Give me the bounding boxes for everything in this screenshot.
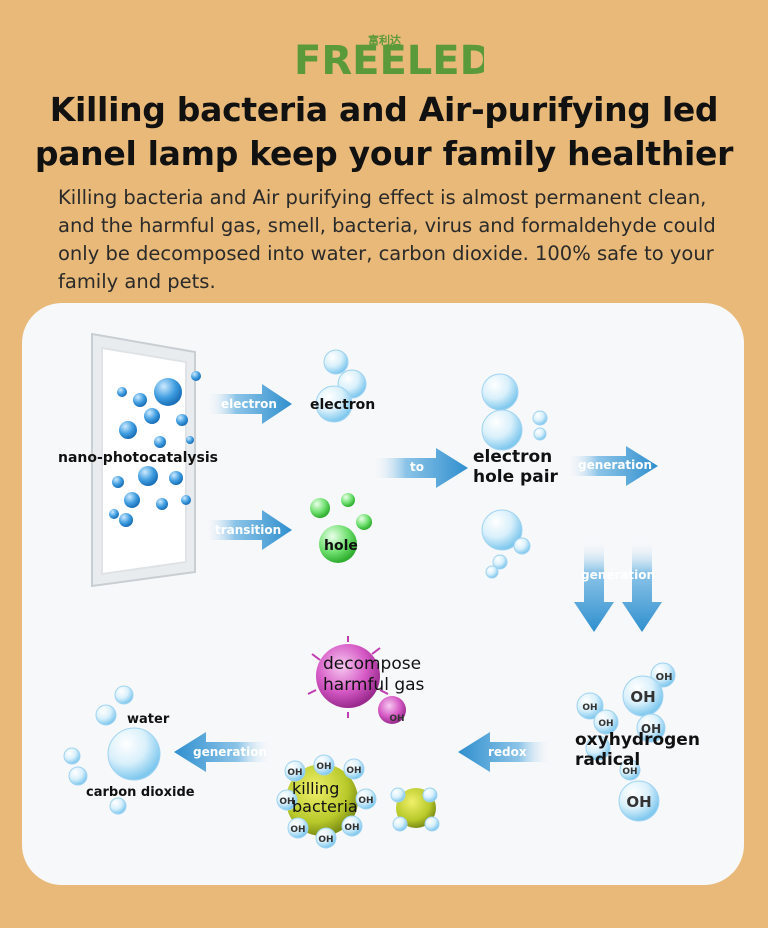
bacteria-label-line1: killing	[292, 779, 340, 798]
source-label: nano-photocatalysis	[58, 450, 219, 466]
radical-label: oxyhydrogen radical	[575, 730, 700, 770]
headline-line2: panel lamp keep your family healthier	[34, 134, 734, 173]
radical-label-line2: radical	[575, 750, 641, 770]
arrow-generation-2-label: generation	[581, 568, 656, 582]
radical-label-line1: oxyhydrogen	[575, 730, 700, 750]
decompose-label: decompose harmful gas	[323, 654, 424, 696]
oh-label: OH	[630, 688, 655, 706]
co2-label: carbon dioxide	[86, 785, 195, 800]
arrow-redox	[458, 732, 552, 772]
arrow-generation-3	[174, 732, 272, 772]
arrow-transition-label: transition	[215, 523, 282, 537]
pair-label-line2: hole pair	[473, 467, 558, 487]
arrow-to-label: to	[410, 460, 424, 474]
bacteria-label: killing bacteria	[292, 780, 358, 816]
arrow-generation-3-label: generation	[193, 745, 268, 759]
arrow-generation-1-label: generation	[578, 458, 653, 472]
oh-label: OH	[316, 762, 331, 772]
oh-label: OH	[279, 797, 294, 807]
arrow-electron	[206, 384, 292, 424]
electron-label: electron	[310, 397, 376, 413]
headline: Killing bacteria and Air-purifying led p…	[0, 88, 768, 176]
arrow-generation-down-left	[574, 540, 614, 632]
oh-label: OH	[290, 825, 305, 835]
description-line1: Killing bacteria and Air purifying effec…	[58, 186, 707, 209]
hole-label: hole	[324, 538, 358, 554]
bacteria-label-line2: bacteria	[292, 797, 358, 816]
arrow-electron-label: electron	[221, 397, 277, 411]
hole-bubbles	[310, 493, 372, 563]
decompose-label-line2: harmful gas	[323, 675, 425, 695]
description: Killing bacteria and Air purifying effec…	[58, 184, 738, 296]
oh-label: OH	[318, 835, 333, 845]
arrow-generation-1	[566, 446, 658, 486]
oh-label: OH	[626, 793, 651, 811]
pair-label-line1: electron	[473, 447, 553, 467]
logo-wordmark: FREELED	[294, 38, 484, 82]
water-bubbles	[63, 685, 161, 815]
electron-bubbles	[315, 349, 367, 423]
oh-label: OH	[389, 714, 404, 724]
oh-label: OH	[346, 766, 361, 776]
oh-label: OH	[622, 767, 637, 777]
oh-label: OH	[358, 796, 373, 806]
bacteria-image	[276, 754, 440, 849]
oh-label: OH	[656, 672, 673, 683]
water-label: water	[127, 712, 170, 727]
arrow-transition	[204, 510, 292, 550]
oh-label: OH	[641, 722, 661, 736]
freeled-logo: FREELED 富利达	[0, 22, 768, 87]
logo-cjk: 富利达	[368, 33, 401, 47]
description-line3: only be decomposed into water, carbon di…	[58, 242, 714, 265]
oh-label: OH	[344, 823, 359, 833]
description-line4: family and pets.	[58, 270, 216, 293]
oh-label: OH	[598, 719, 613, 729]
decompose-label-line1: decompose	[323, 654, 422, 674]
radical-bubbles	[576, 662, 676, 822]
headline-line1: Killing bacteria and Air-purifying led	[49, 90, 719, 129]
arrow-generation-down-right	[622, 540, 662, 632]
virus-image	[307, 636, 406, 724]
pair-label: electron hole pair	[473, 447, 558, 487]
blue-particles	[109, 371, 201, 527]
arrow-to	[372, 448, 468, 488]
arrow-redox-label: redox	[488, 745, 527, 759]
description-line2: and the harmful gas, smell, bacteria, vi…	[58, 214, 716, 237]
oh-label: OH	[287, 768, 302, 778]
pair-bubbles	[481, 373, 548, 579]
oh-label: OH	[582, 703, 597, 713]
